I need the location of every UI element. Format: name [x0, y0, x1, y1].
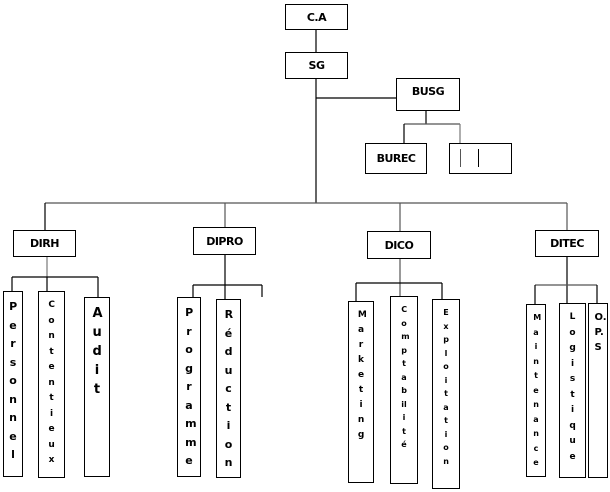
node-dico-label: DICO [384, 238, 414, 252]
unit-reduction: Réduction [216, 299, 241, 478]
node-sg: SG [285, 52, 348, 79]
node-ditec-label: DITEC [550, 237, 584, 250]
node-ca: C.A [285, 4, 348, 30]
unit-label: Réduction [224, 308, 234, 469]
unit-ops: O.P.S [588, 303, 608, 478]
unit-label: Marketing [357, 310, 367, 440]
unit-logistique: Logistique [559, 303, 586, 478]
unit-personnel: Personnel [3, 291, 23, 477]
unit-label: Programme [185, 306, 197, 467]
node-busg-label: BUSG [411, 85, 445, 98]
node-dipro-label: DIPRO [206, 234, 243, 248]
node-burec-label: BUREC [376, 152, 416, 165]
unit-label: O.P.S [594, 312, 607, 353]
node-dico: DICO [367, 231, 431, 259]
node-dirh-label: DIRH [30, 237, 59, 250]
unit-audit: Audit [84, 297, 110, 477]
unit-label: Maintenance [533, 313, 542, 467]
unit-programme: Programme [177, 297, 201, 477]
node-ditec: DITEC [535, 230, 599, 257]
unit-comptabilite: Comptabilité [390, 296, 418, 484]
node-empty [449, 143, 512, 174]
node-dipro: DIPRO [193, 227, 256, 255]
unit-label: Exploitation [443, 308, 449, 466]
unit-label: Contentieux [48, 300, 55, 465]
node-ca-label: C.A [306, 10, 327, 24]
unit-label: Personnel [9, 300, 18, 461]
text-cursor-mark [478, 149, 479, 167]
node-sg-label: SG [308, 59, 325, 72]
unit-contentieux: Contentieux [38, 291, 65, 478]
node-burec: BUREC [365, 143, 427, 174]
text-cursor-mark [460, 149, 461, 167]
node-dirh: DIRH [13, 230, 76, 257]
node-busg: BUSG [396, 78, 460, 111]
unit-label: Audit [92, 306, 103, 397]
unit-exploitation: Exploitation [432, 299, 460, 489]
unit-label: Logistique [569, 312, 576, 462]
unit-marketing: Marketing [348, 301, 374, 483]
unit-maintenance: Maintenance [526, 304, 546, 477]
unit-label: Comptabilité [401, 305, 410, 449]
